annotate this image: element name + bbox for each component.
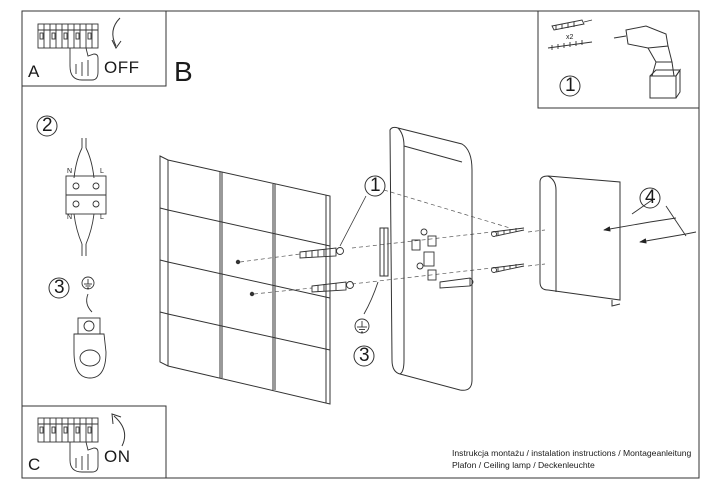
step-one-main-label: 1 <box>370 175 381 196</box>
tiled-wall <box>159 155 331 405</box>
on-direction-arrow <box>111 413 126 447</box>
kit-quantity-label: x2 <box>566 34 574 41</box>
switch-on-label: ON <box>104 447 131 466</box>
ground-wire <box>354 281 379 334</box>
caption-line-2: Plafon / Ceiling lamp / Deckenleuchte <box>452 460 595 470</box>
wall-drill-holes <box>235 259 255 297</box>
step-one-leader <box>339 195 367 247</box>
panel-a-box <box>22 11 167 87</box>
off-direction-arrow <box>111 17 122 49</box>
wire-n-bottom-label: N <box>67 214 73 221</box>
drill-icon <box>613 25 681 99</box>
plate-fixings <box>411 228 474 289</box>
alignment-lines <box>239 189 546 295</box>
outer-frame <box>21 10 700 479</box>
wire-l-bottom-label: L <box>100 214 104 221</box>
dowel-screw-kit-icon <box>547 19 593 50</box>
caption-line-1: Instrukcja montażu / instalation instruc… <box>452 448 692 458</box>
cover-screws <box>603 199 697 244</box>
wire-l-top-label: L <box>100 168 104 175</box>
step-three-left-label: 3 <box>54 277 65 298</box>
breaker-on-icon <box>37 417 99 473</box>
panel-letter-a: A <box>28 62 40 81</box>
panel-c-box <box>22 405 167 478</box>
step-four-label: 4 <box>645 187 656 208</box>
lamp-mounting-plate <box>389 126 473 391</box>
switch-off-label: OFF <box>104 58 140 77</box>
panel-letter-b: B <box>174 56 193 87</box>
panel-tools-box <box>537 11 699 109</box>
step-three-main-label: 3 <box>359 345 370 366</box>
step-two-label: 2 <box>42 115 53 136</box>
wire-n-top-label: N <box>67 168 73 175</box>
mounting-bracket <box>379 227 389 277</box>
wall-dowels <box>299 247 354 293</box>
wiring-diagram-icon <box>65 138 107 256</box>
step-one-tools-label: 1 <box>565 75 576 96</box>
fixing-screws <box>491 227 525 273</box>
panel-letter-c: C <box>28 455 41 474</box>
ground-terminal-icon <box>73 276 107 379</box>
lamp-cover <box>539 175 621 307</box>
breaker-off-icon <box>37 23 99 81</box>
